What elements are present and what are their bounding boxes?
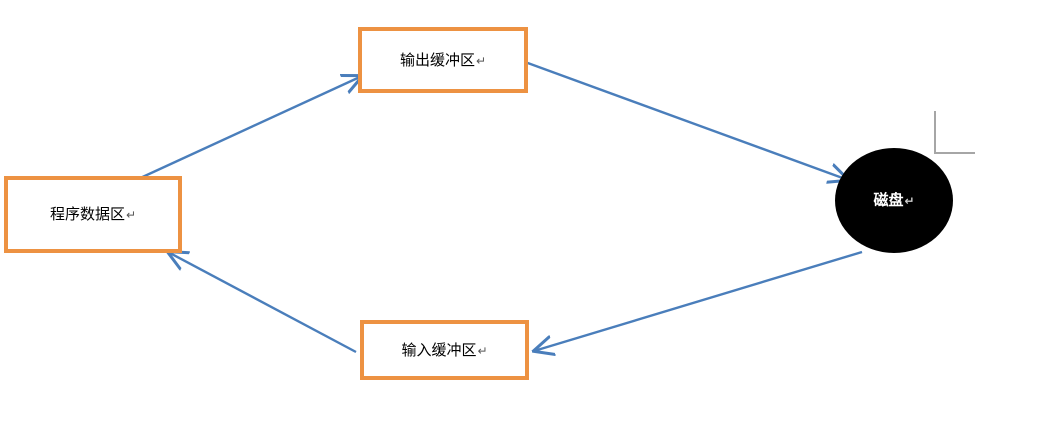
corner-bracket-vertical-line xyxy=(934,111,936,154)
node-program-data-area[interactable]: 程序数据区↵ xyxy=(4,176,182,253)
arrow-disk-to-input-buffer xyxy=(534,250,863,351)
pilcrow-mark: ↵ xyxy=(477,343,488,358)
node-label-program-data-area: 程序数据区↵ xyxy=(49,206,137,223)
arrow-input-buffer-to-program-data xyxy=(168,252,357,354)
pilcrow-mark: ↵ xyxy=(125,208,137,222)
node-label-output-buffer: 输出缓冲区↵ xyxy=(399,51,487,69)
arrow-output-buffer-to-disk xyxy=(524,60,848,180)
corner-bracket-mark xyxy=(934,111,975,154)
node-output-buffer[interactable]: 输出缓冲区↵ xyxy=(358,27,528,93)
node-label-input-buffer: 输入缓冲区↵ xyxy=(401,341,488,359)
node-disk[interactable]: 磁盘↵ xyxy=(835,148,953,253)
node-label-disk: 磁盘↵ xyxy=(873,192,915,209)
pilcrow-mark: ↵ xyxy=(475,53,487,68)
corner-bracket-horizontal-line xyxy=(934,152,975,154)
node-input-buffer[interactable]: 输入缓冲区↵ xyxy=(360,320,529,380)
arrow-program-data-to-output-buffer xyxy=(135,76,362,182)
pilcrow-mark: ↵ xyxy=(904,194,915,208)
